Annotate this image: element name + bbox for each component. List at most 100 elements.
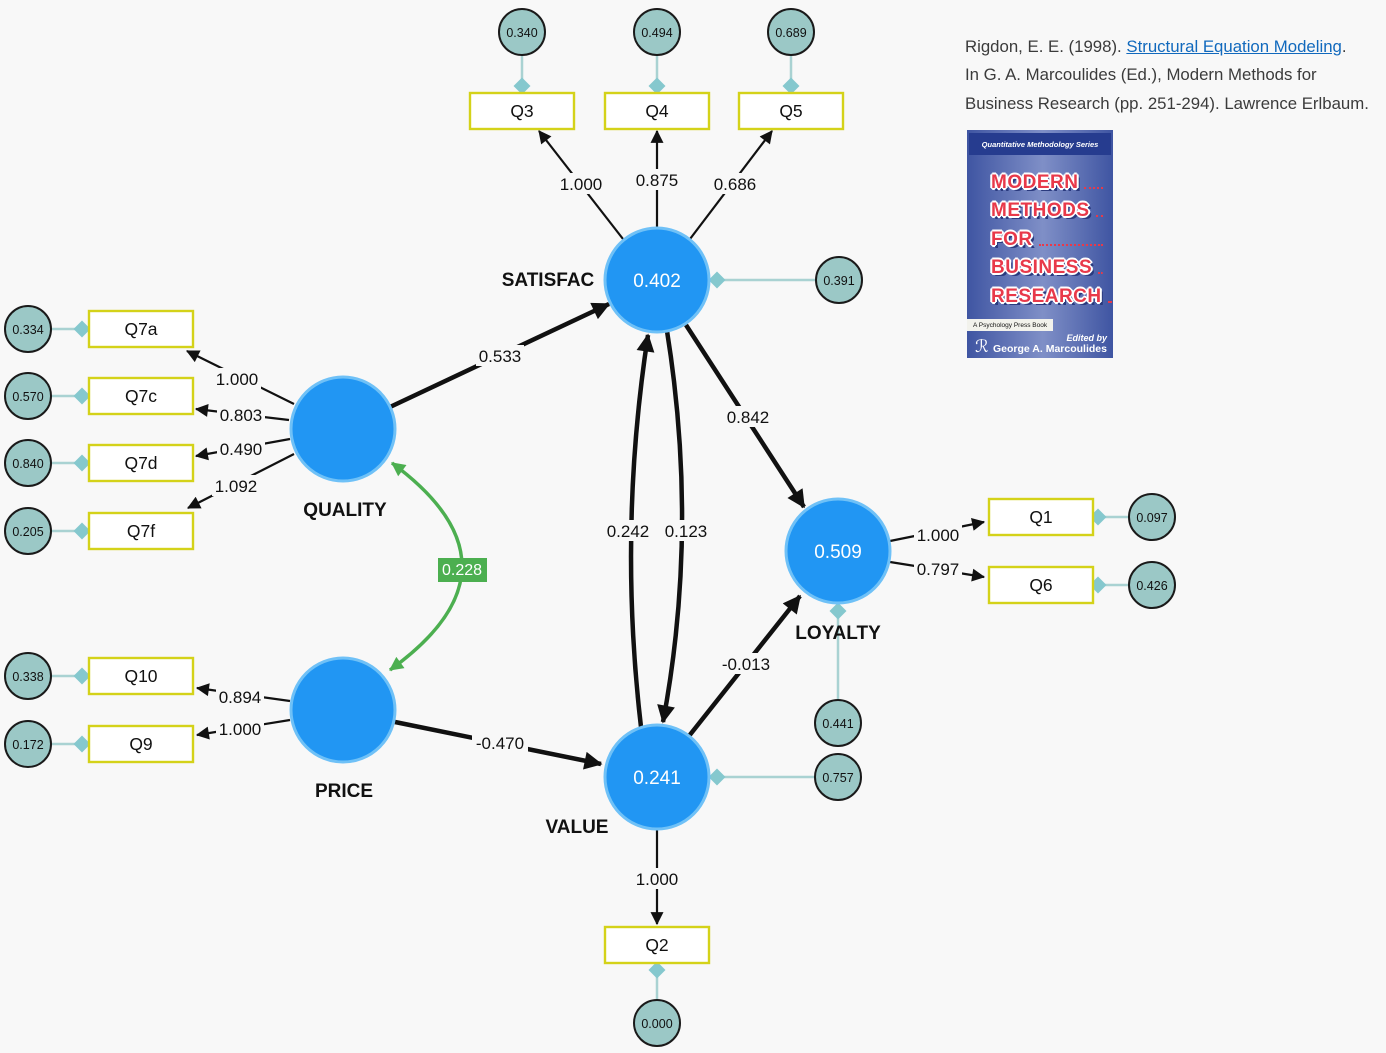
latent-price[interactable] (289, 656, 397, 764)
latent-quality[interactable] (289, 375, 397, 483)
loading-value: 0.490 (220, 440, 263, 459)
error-value-q9: 0.172 (12, 738, 43, 752)
label-correlation-quality-price: 0.228 (438, 558, 487, 582)
indicator-q4[interactable] (603, 91, 711, 131)
error-term-q5[interactable] (767, 8, 815, 56)
label-loading-loyalty-q6: 0.797 (914, 558, 962, 579)
indicator-label-q7a: Q7a (124, 319, 157, 339)
publisher-logo-icon: ℛ (975, 337, 989, 356)
error-value-value: 0.757 (822, 771, 853, 785)
error-term-loyalty[interactable] (814, 699, 862, 747)
citation-line3: Business Research (pp. 251-294). Lawrenc… (965, 93, 1369, 113)
loading-value: 1.092 (215, 477, 258, 496)
label-loading-quality-q7a: 1.000 (213, 368, 261, 389)
error-term-q7f[interactable] (4, 507, 52, 555)
indicator-q7f[interactable] (87, 511, 195, 551)
label-bg (662, 520, 710, 541)
loading-value: 0.875 (636, 171, 679, 190)
indicators: Q3 Q4 Q5 Q7a Q7c Q7d Q7f Q10 Q9 Q1 Q6 Q2 (87, 91, 1095, 965)
label-bg (217, 438, 265, 459)
latent-variables: 0.402 0.241 0.509 SATISFAC QUALITY PRICE… (289, 226, 892, 838)
indicator-q1[interactable] (987, 497, 1095, 537)
loading-value: 1.000 (216, 370, 259, 389)
label-path-satisfac-value: 0.123 (662, 520, 710, 541)
indicator-label-q5: Q5 (779, 101, 802, 121)
indicator-q7d[interactable] (87, 443, 195, 483)
book-title-line: FOR (991, 222, 1105, 251)
label-bg (604, 520, 652, 541)
latent-loyalty[interactable] (784, 497, 892, 605)
label-bg (914, 558, 962, 579)
loading-value: 1.000 (560, 175, 603, 194)
label-bg (914, 524, 962, 545)
label-loading-satisfac-q5: 0.686 (711, 173, 759, 194)
label-bg (633, 169, 681, 190)
indicator-q7a[interactable] (87, 309, 195, 349)
error-term-q1[interactable] (1128, 493, 1176, 541)
error-term-q6[interactable] (1128, 561, 1176, 609)
indicator-label-q2: Q2 (645, 935, 668, 955)
error-term-value[interactable] (814, 753, 862, 801)
correlation-value: 0.228 (442, 562, 482, 579)
indicator-q3[interactable] (468, 91, 576, 131)
r2-loyalty: 0.509 (814, 542, 862, 563)
error-term-q7c[interactable] (4, 372, 52, 420)
label-loading-satisfac-q3: 1.000 (557, 173, 605, 194)
connector-diamond-q3 (513, 77, 531, 95)
error-value-q7c: 0.570 (12, 390, 43, 404)
indicator-q5[interactable] (737, 91, 845, 131)
error-term-q10[interactable] (4, 652, 52, 700)
indicator-label-q3: Q3 (510, 101, 533, 121)
error-term-q2[interactable] (633, 999, 681, 1047)
connector-diamond-q10 (73, 667, 91, 685)
error-value-q7f: 0.205 (12, 525, 43, 539)
citation-link[interactable]: Structural Equation Modeling (1126, 37, 1342, 56)
latent-satisfac[interactable] (603, 226, 711, 334)
label-bg (216, 686, 264, 707)
connector-diamond-q2 (648, 961, 666, 979)
label-bg (633, 868, 681, 889)
indicator-q2[interactable] (603, 925, 711, 965)
book-title-word: MODERN (991, 171, 1079, 193)
error-value-q3: 0.340 (506, 26, 537, 40)
structural-paths (388, 301, 806, 770)
indicator-q10[interactable] (87, 656, 195, 696)
error-term-q7d[interactable] (4, 439, 52, 487)
book-title-line: BUSINESS (991, 251, 1105, 280)
label-loading-price-q9: 1.000 (216, 718, 264, 739)
connector-diamond-q4 (648, 77, 666, 95)
book-title-line: METHODS (991, 194, 1105, 223)
latent-value[interactable] (603, 723, 711, 831)
error-value-satisfac: 0.391 (823, 274, 854, 288)
error-term-q3[interactable] (498, 8, 546, 56)
book-editor-block: Edited by George A. Marcoulides (993, 333, 1107, 355)
indicator-label-q7d: Q7d (124, 453, 157, 473)
loading-value: 0.686 (714, 175, 757, 194)
dotted-rule (1038, 243, 1103, 246)
connector-diamond-q9 (73, 735, 91, 753)
error-value-q4: 0.494 (641, 26, 672, 40)
error-term-satisfac[interactable] (815, 256, 863, 304)
label-bg (472, 732, 528, 753)
error-term-q9[interactable] (4, 720, 52, 768)
label-bg (718, 653, 774, 674)
book-title-word: FOR (991, 228, 1033, 250)
connector-diamond-q7c (73, 387, 91, 405)
error-value-q1: 0.097 (1136, 511, 1167, 525)
label-bg (216, 718, 264, 739)
path-value: 0.533 (479, 347, 522, 366)
loading-value: 0.803 (220, 406, 263, 425)
indicator-q6[interactable] (987, 565, 1095, 605)
book-title-word: METHODS (991, 200, 1090, 222)
r2-satisfac: 0.402 (633, 271, 681, 292)
indicator-label-q7f: Q7f (127, 521, 155, 541)
indicator-q9[interactable] (87, 724, 195, 764)
dotted-rule (1107, 300, 1112, 303)
indicator-q7c[interactable] (87, 376, 195, 416)
label-bg (217, 404, 265, 425)
indicator-label-q9: Q9 (129, 734, 152, 754)
error-term-q7a[interactable] (4, 305, 52, 353)
error-term-q4[interactable] (633, 8, 681, 56)
label-loading-loyalty-q1: 1.000 (914, 524, 962, 545)
